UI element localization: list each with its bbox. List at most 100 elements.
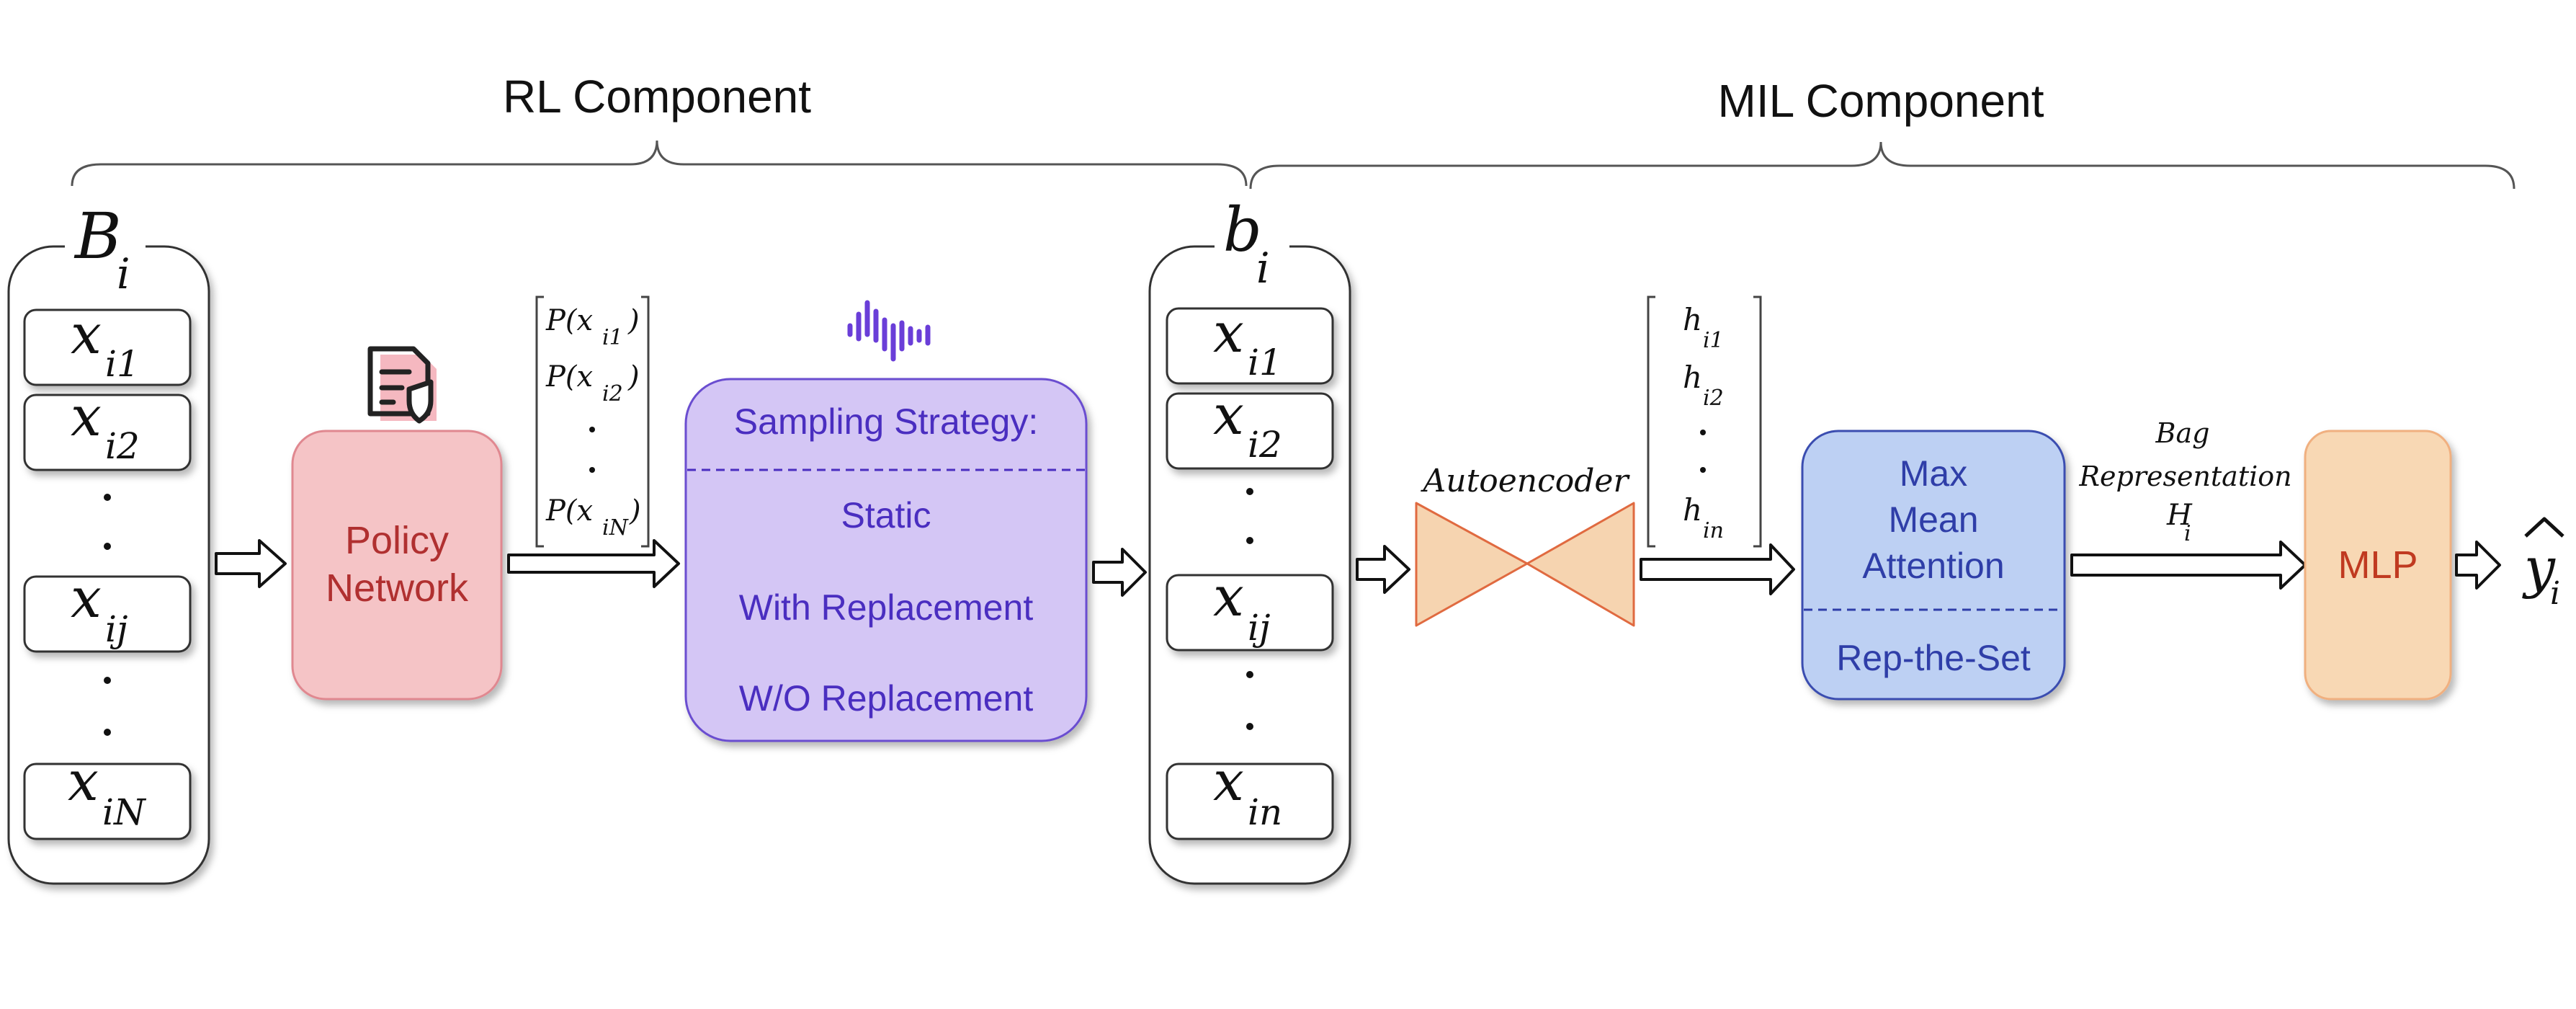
pooling-option-attention: Attention: [1862, 546, 2004, 586]
probability-vector: P(x i1 ) P(x i2 ) P(x iN ): [535, 295, 650, 548]
svg-text:iN: iN: [102, 791, 147, 833]
svg-text:H: H: [2166, 499, 2193, 532]
ellipsis-dot: [1246, 671, 1253, 678]
output-var: y: [2522, 535, 2556, 600]
svg-text:i2: i2: [602, 381, 623, 406]
svg-text:i2: i2: [1703, 386, 1724, 411]
svg-text:x: x: [1213, 301, 1244, 365]
svg-text:i1: i1: [1248, 342, 1282, 383]
svg-text:ij: ij: [105, 608, 128, 650]
svg-text:P(x: P(x: [545, 494, 593, 528]
svg-text:): ): [629, 494, 641, 528]
svg-text:x: x: [71, 566, 102, 630]
svg-text:ij: ij: [1248, 607, 1271, 649]
svg-text:P(x: P(x: [545, 304, 593, 337]
svg-text:x: x: [71, 384, 102, 448]
embedding-vector: h i1 h i2 h in: [1647, 295, 1762, 548]
ellipsis-dot: [1700, 430, 1706, 435]
input-bag-label: B: [73, 199, 122, 273]
input-item: x ij: [23, 566, 192, 653]
arrow-bag-to-autoencoder: [1356, 545, 1410, 594]
mil-brace: [1249, 141, 2515, 190]
ellipsis-dot: [589, 467, 595, 473]
sampling-title: Sampling Strategy:: [734, 401, 1038, 442]
probability-item: P(x i1 ): [545, 304, 640, 350]
svg-text:x: x: [1213, 383, 1244, 447]
sampled-bag: b i x i1 x i2 x ij x in: [1148, 195, 1351, 885]
svg-text:h: h: [1683, 360, 1702, 395]
embedding-item: h i2: [1683, 360, 1724, 411]
svg-text:Representation: Representation: [2078, 461, 2291, 492]
pooling-option-rep-the-set: Rep-the-Set: [1836, 638, 2031, 678]
svg-text:i1: i1: [1703, 328, 1724, 353]
mil-component-title: MIL Component: [1718, 75, 2044, 127]
svg-text:i1: i1: [602, 325, 623, 350]
ellipsis-dot: [104, 729, 111, 736]
sampling-strategy: Sampling Strategy: Static With Replaceme…: [684, 378, 1088, 742]
sampled-bag-label-sub: i: [1256, 244, 1270, 293]
pooling-option-mean: Mean: [1888, 499, 1978, 540]
rl-component-title: RL Component: [503, 71, 811, 123]
sampling-option-static: Static: [841, 495, 931, 535]
svg-text:x: x: [1213, 749, 1244, 813]
svg-text:in: in: [1248, 791, 1282, 833]
arrow-policy-to-sampling: [507, 539, 680, 588]
svg-text:i2: i2: [1248, 424, 1282, 466]
sampling-option-with-replacement: With Replacement: [739, 587, 1034, 628]
svg-text:x: x: [71, 302, 102, 366]
ellipsis-dot: [1246, 723, 1253, 730]
arrow-pooling-to-mlp: [2070, 541, 2307, 590]
embedding-item: h i1: [1683, 302, 1724, 353]
svg-text:P(x: P(x: [545, 360, 593, 394]
svg-text:h: h: [1683, 492, 1702, 528]
sampled-item: x in: [1166, 749, 1334, 840]
input-item: x i1: [23, 302, 192, 386]
ellipsis-dot: [1246, 537, 1253, 544]
svg-text:i1: i1: [105, 343, 140, 385]
sampled-bag-label: b: [1223, 195, 1262, 265]
ellipsis-dot: [1700, 467, 1706, 473]
hat-accent: [2524, 517, 2564, 538]
policy-network: Policy Network: [291, 430, 503, 701]
input-item: x iN: [23, 749, 192, 840]
svg-text:i: i: [2184, 521, 2191, 546]
input-bag-label-sub: i: [117, 249, 130, 298]
policy-network-label: Network: [326, 566, 469, 610]
waveform-icon: [847, 300, 931, 362]
probability-item: P(x iN ): [545, 494, 641, 541]
ellipsis-dot: [589, 427, 595, 432]
autoencoder: Autoencoder: [1415, 463, 1635, 627]
bag-representation-label: Bag Representation H i: [2078, 417, 2291, 546]
sampled-item: x i1: [1166, 301, 1334, 385]
mlp-block: MLP: [2304, 430, 2452, 701]
svg-text:iN: iN: [602, 515, 630, 541]
svg-text:i2: i2: [105, 425, 140, 467]
arrow-autoencoder-to-pooling: [1640, 543, 1795, 595]
svg-text:Bag: Bag: [2155, 417, 2210, 449]
autoencoder-label: Autoencoder: [1420, 463, 1630, 499]
sampling-option-without-replacement: W/O Replacement: [739, 678, 1034, 719]
pooling-block: Max Mean Attention Rep-the-Set: [1801, 430, 2066, 701]
arrow-sampling-to-bag: [1092, 548, 1147, 597]
output-sub: i: [2550, 575, 2560, 612]
pooling-option-max: Max: [1900, 453, 1967, 494]
input-bag: B i x i1 x i2 x ij x iN: [7, 199, 210, 885]
document-shield-icon: [367, 346, 437, 424]
svg-text:): ): [627, 304, 640, 337]
ellipsis-dot: [104, 677, 111, 684]
svg-text:in: in: [1703, 518, 1724, 543]
svg-text:x: x: [68, 749, 99, 813]
ellipsis-dot: [104, 543, 111, 550]
ellipsis-dot: [104, 494, 111, 501]
svg-text:h: h: [1683, 302, 1702, 337]
arrow-bag-to-policy: [215, 539, 287, 588]
embedding-item: h in: [1683, 492, 1724, 543]
ellipsis-dot: [1246, 488, 1253, 495]
svg-text:x: x: [1213, 564, 1244, 628]
input-item: x i2: [23, 384, 192, 471]
arrow-mlp-to-output: [2455, 541, 2501, 590]
sampled-item: x i2: [1166, 383, 1334, 470]
svg-text:): ): [627, 360, 640, 394]
policy-network-label: Policy: [345, 519, 449, 562]
